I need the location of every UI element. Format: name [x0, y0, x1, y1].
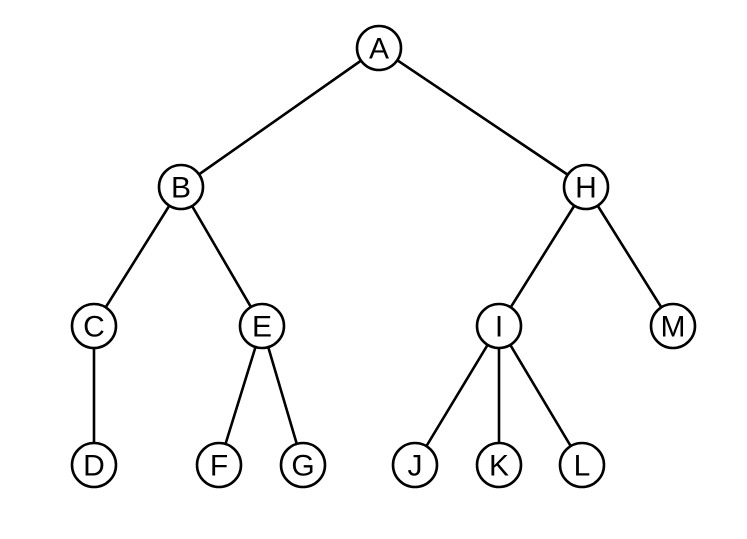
node-f: F [195, 441, 243, 489]
node-circle [649, 302, 697, 350]
node-label: L [574, 450, 591, 483]
edge-b-e [179, 185, 264, 328]
node-label: J [408, 450, 423, 483]
node-e: E [238, 302, 286, 350]
node-label: I [495, 311, 503, 344]
node-circle [475, 302, 523, 350]
edge-h-i [497, 185, 588, 328]
edge-i-l [497, 324, 584, 467]
edge-a-h [377, 46, 588, 189]
node-circle [562, 163, 610, 211]
node-label: E [252, 311, 272, 344]
node-h: H [562, 163, 610, 211]
node-circle [238, 302, 286, 350]
node-circle [355, 24, 403, 72]
node-circle [70, 441, 118, 489]
node-circle [279, 441, 327, 489]
node-b: B [157, 163, 205, 211]
node-label: H [575, 172, 597, 205]
node-label: C [83, 311, 105, 344]
nodes-layer: A B H C E I M D F G J K L [70, 24, 697, 489]
node-circle [70, 302, 118, 350]
node-circle [195, 441, 243, 489]
node-k: K [475, 441, 523, 489]
node-circle [391, 441, 439, 489]
node-label: M [661, 311, 686, 344]
node-label: D [83, 450, 105, 483]
edge-i-j [413, 324, 501, 467]
edge-b-c [92, 185, 183, 328]
node-label: K [489, 450, 509, 483]
node-circle [157, 163, 205, 211]
node-label: G [291, 450, 314, 483]
edge-e-g [260, 324, 305, 467]
node-j: J [391, 441, 439, 489]
edge-h-m [584, 185, 675, 328]
edges-layer [92, 46, 675, 467]
node-a: A [355, 24, 403, 72]
node-d: D [70, 441, 118, 489]
node-label: F [210, 450, 228, 483]
node-c: C [70, 302, 118, 350]
node-l: L [558, 441, 606, 489]
node-i: I [475, 302, 523, 350]
node-circle [475, 441, 523, 489]
edge-e-f [217, 324, 264, 467]
node-label: B [171, 172, 191, 205]
node-g: G [279, 441, 327, 489]
node-m: M [649, 302, 697, 350]
node-circle [558, 441, 606, 489]
node-label: A [369, 33, 389, 66]
edge-a-b [179, 46, 381, 189]
